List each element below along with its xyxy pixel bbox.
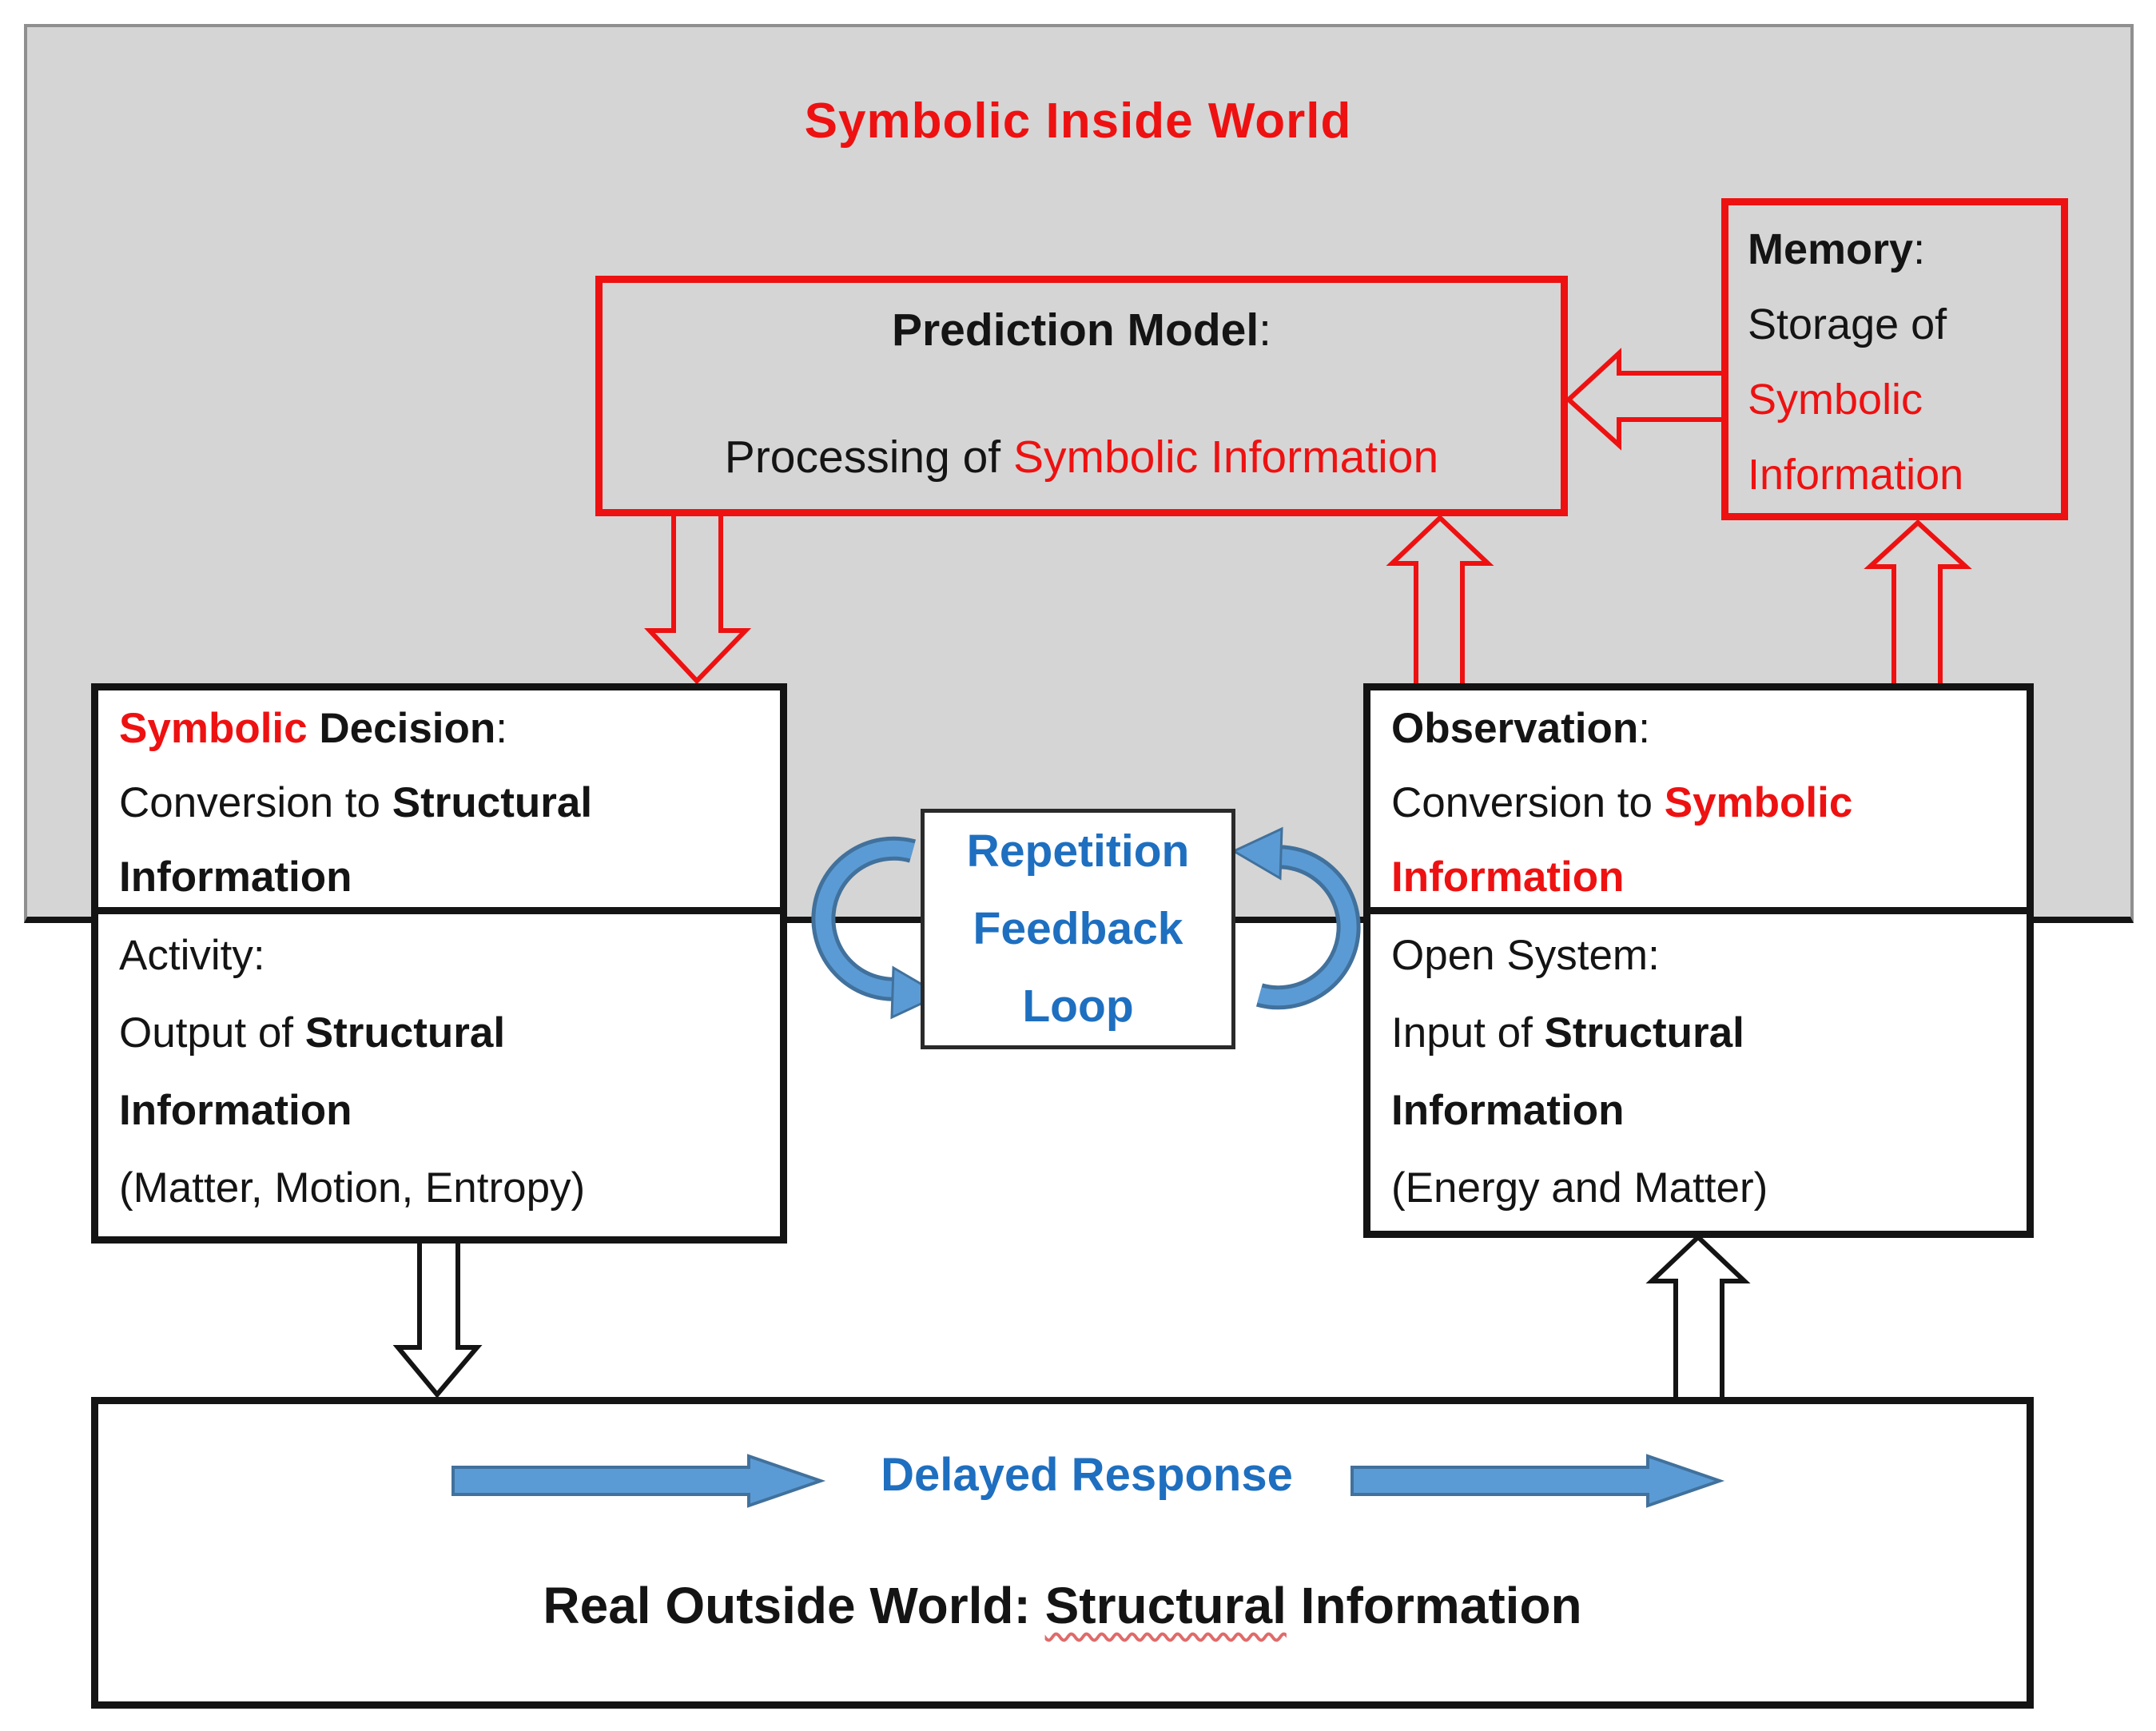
symbolic-decision-colon: : xyxy=(495,705,508,752)
real-outside-world-information: Information xyxy=(1286,1577,1582,1634)
activity-line2-bold: Structural xyxy=(304,1009,506,1057)
open-system-line1: Open System: xyxy=(1391,932,1660,979)
symbolic-decision-word-symbolic: Symbolic xyxy=(119,705,308,752)
symbolic-decision-line1: Symbolic Decision: xyxy=(119,691,780,766)
observation-colon: : xyxy=(1638,705,1650,752)
symbolic-decision-line2-plain: Conversion to xyxy=(119,779,392,826)
observation-section: Observation: Conversion to Symbolic Info… xyxy=(1370,690,2027,914)
real-outside-world-structural: Structural xyxy=(1044,1577,1287,1634)
prediction-model-body-red: Symbolic Information xyxy=(1012,432,1439,483)
open-system-line4: (Energy and Matter) xyxy=(1391,1164,1768,1212)
symbolic-decision-box: Symbolic Decision: Conversion to Structu… xyxy=(91,683,787,1244)
symbolic-decision-line3: Information xyxy=(119,854,352,901)
memory-box: Memory: Storage of Symbolic Information xyxy=(1721,198,2068,520)
activity-line2: Output of Structural xyxy=(119,994,780,1072)
feedback-loop-line1: Repetition xyxy=(966,826,1190,877)
prediction-model-heading-colon: : xyxy=(1259,304,1272,356)
delayed-response-label: Delayed Response xyxy=(881,1449,1293,1501)
world-to-open-system-arrow xyxy=(1645,1233,1751,1397)
feedback-loop-line3: Loop xyxy=(1022,981,1134,1032)
prediction-model-heading: Prediction Model: xyxy=(611,304,1553,356)
feedback-curved-arrow-left xyxy=(811,836,943,1020)
feedback-loop-box: Repetition Feedback Loop xyxy=(921,809,1235,1049)
memory-heading-colon: : xyxy=(1913,225,1926,273)
delayed-response-arrow-right xyxy=(1350,1454,1725,1508)
observation-box: Observation: Conversion to Symbolic Info… xyxy=(1363,683,2034,1238)
memory-heading: Memory: xyxy=(1748,212,2053,287)
memory-to-prediction-arrow xyxy=(1565,348,1723,451)
activity-to-world-arrow xyxy=(392,1241,483,1399)
memory-heading-text: Memory xyxy=(1748,225,1914,273)
prediction-model-heading-text: Prediction Model xyxy=(891,304,1259,356)
observation-line2-red: Symbolic xyxy=(1664,779,1853,826)
observation-line2-plain: Conversion to xyxy=(1391,779,1665,826)
prediction-to-decision-arrow xyxy=(644,513,752,685)
activity-line4: (Matter, Motion, Entropy) xyxy=(119,1164,586,1212)
symbolic-decision-line2: Conversion to Structural xyxy=(119,766,780,840)
open-system-line2-plain: Input of xyxy=(1391,1009,1545,1057)
diagram-title: Symbolic Inside World xyxy=(804,94,1352,149)
open-system-line3: Information xyxy=(1391,1087,1625,1134)
open-system-line2: Input of Structural xyxy=(1391,994,2027,1072)
memory-line2: Storage of xyxy=(1748,300,1947,348)
observation-line1: Observation: xyxy=(1391,691,2027,766)
prediction-model-box: Prediction Model: Processing of Symbolic… xyxy=(595,276,1568,516)
activity-line3: Information xyxy=(119,1087,352,1134)
open-system-line2-bold: Structural xyxy=(1544,1009,1744,1057)
open-system-section: Open System: Input of Structural Informa… xyxy=(1370,914,2027,1231)
observation-line3: Information xyxy=(1391,854,1625,901)
symbolic-decision-section: Symbolic Decision: Conversion to Structu… xyxy=(98,690,780,914)
delayed-response-arrow-left xyxy=(451,1454,826,1508)
memory-line4: Information xyxy=(1748,451,1964,499)
symbolic-decision-line2-bold: Structural xyxy=(392,779,593,826)
real-outside-world-text: Real Outside World: xyxy=(543,1577,1045,1634)
memory-line3: Symbolic xyxy=(1748,376,1923,424)
feedback-curved-arrow-right xyxy=(1231,826,1361,1010)
activity-line1: Activity: xyxy=(119,932,265,979)
activity-section: Activity: Output of Structural Informati… xyxy=(98,914,780,1236)
observation-to-prediction-arrow xyxy=(1386,514,1494,685)
real-outside-world-label: Real Outside World: Structural Informati… xyxy=(91,1576,2034,1635)
symbolic-decision-word-decision: Decision xyxy=(307,705,496,752)
observation-line2: Conversion to Symbolic xyxy=(1391,766,2027,840)
activity-line2-plain: Output of xyxy=(119,1009,305,1057)
observation-heading-text: Observation xyxy=(1391,705,1639,752)
real-outside-world-box xyxy=(91,1397,2034,1709)
prediction-model-body: Processing of Symbolic Information xyxy=(611,431,1553,483)
feedback-loop-line2: Feedback xyxy=(973,903,1183,954)
observation-to-memory-arrow xyxy=(1864,519,1972,685)
prediction-model-body-black: Processing of xyxy=(724,432,1013,483)
